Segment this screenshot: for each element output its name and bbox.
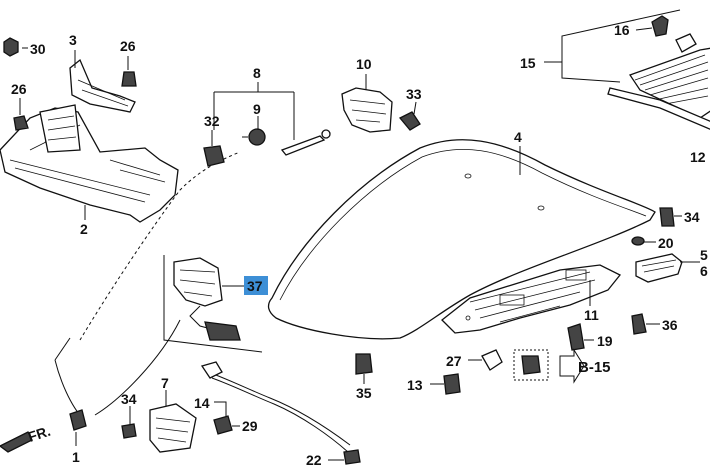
clip-32[interactable] xyxy=(203,145,225,167)
label-5: 5 xyxy=(700,247,708,263)
front-bulkhead-bracket[interactable] xyxy=(0,104,179,223)
front-arrow-label: FR. xyxy=(26,423,52,445)
label-36: 36 xyxy=(662,317,678,333)
label-10: 10 xyxy=(356,56,372,72)
label-34-lower: 34 xyxy=(121,391,137,407)
leader-14 xyxy=(214,401,227,416)
label-26-top: 26 xyxy=(120,38,136,54)
hood-panel[interactable] xyxy=(267,139,656,340)
leader-16 xyxy=(635,27,653,31)
leader-15-top xyxy=(544,9,681,63)
label-8: 8 xyxy=(253,65,261,81)
hood-striker[interactable] xyxy=(635,253,683,283)
clip-26-left[interactable] xyxy=(13,115,29,131)
bumper-36[interactable] xyxy=(631,313,647,335)
release-cable[interactable] xyxy=(213,91,331,156)
label-13: 13 xyxy=(407,377,423,393)
hood-hinge[interactable] xyxy=(341,87,393,133)
bracket-clip[interactable] xyxy=(69,58,136,113)
label-6: 6 xyxy=(700,263,708,279)
hood-latch[interactable] xyxy=(149,403,197,453)
clip-26-top[interactable] xyxy=(121,71,137,87)
label-19: 19 xyxy=(597,333,613,349)
label-11: 11 xyxy=(584,307,599,323)
label-14: 14 xyxy=(194,395,210,411)
washer-20[interactable] xyxy=(631,236,645,246)
clip-35[interactable] xyxy=(355,353,373,375)
highlight-37[interactable]: 37 xyxy=(244,276,268,295)
clip-27[interactable] xyxy=(481,349,503,371)
bolt-33[interactable] xyxy=(398,111,421,131)
hood-insulator[interactable] xyxy=(441,264,622,334)
label-33: 33 xyxy=(406,86,422,102)
label-26-left: 26 xyxy=(11,81,27,97)
label-16: 16 xyxy=(614,22,630,38)
nut-13[interactable] xyxy=(443,373,461,395)
label-20: 20 xyxy=(658,235,674,251)
cable-route xyxy=(79,151,241,341)
bolt-9[interactable] xyxy=(242,128,266,146)
label-7: 7 xyxy=(161,375,169,391)
leader-33 xyxy=(413,101,417,115)
b15-ref-text: B-15 xyxy=(578,359,611,376)
label-4: 4 xyxy=(514,129,522,145)
cowl-weatherstrip[interactable] xyxy=(607,15,710,130)
label-37: 37 xyxy=(247,278,263,294)
label-32: 32 xyxy=(204,113,220,129)
label-2: 2 xyxy=(80,221,88,237)
clip-b15-ref[interactable] xyxy=(513,349,549,381)
bumper-19[interactable] xyxy=(567,323,585,351)
label-22: 22 xyxy=(306,452,322,468)
b15-reference-arrow[interactable]: B-15 xyxy=(559,348,611,384)
bolt-34-lower[interactable] xyxy=(121,423,137,439)
label-12: 12 xyxy=(690,149,706,165)
label-3: 3 xyxy=(69,32,77,48)
label-29: 29 xyxy=(242,418,258,434)
bolt-34-right[interactable] xyxy=(659,207,675,227)
label-34-right: 34 xyxy=(684,209,700,225)
release-lever-cable[interactable] xyxy=(200,361,361,465)
label-27: 27 xyxy=(446,353,462,369)
front-direction-arrow: FR. xyxy=(0,423,52,453)
label-35: 35 xyxy=(356,385,372,401)
label-1: 1 xyxy=(72,449,80,465)
hood-support-rod[interactable] xyxy=(54,319,181,431)
hood-latch-assembly[interactable] xyxy=(163,255,263,353)
leader-15-bottom xyxy=(561,62,621,83)
label-9: 9 xyxy=(253,101,261,117)
label-30: 30 xyxy=(30,41,46,57)
clip-30[interactable] xyxy=(3,37,19,57)
label-15: 15 xyxy=(520,55,536,71)
